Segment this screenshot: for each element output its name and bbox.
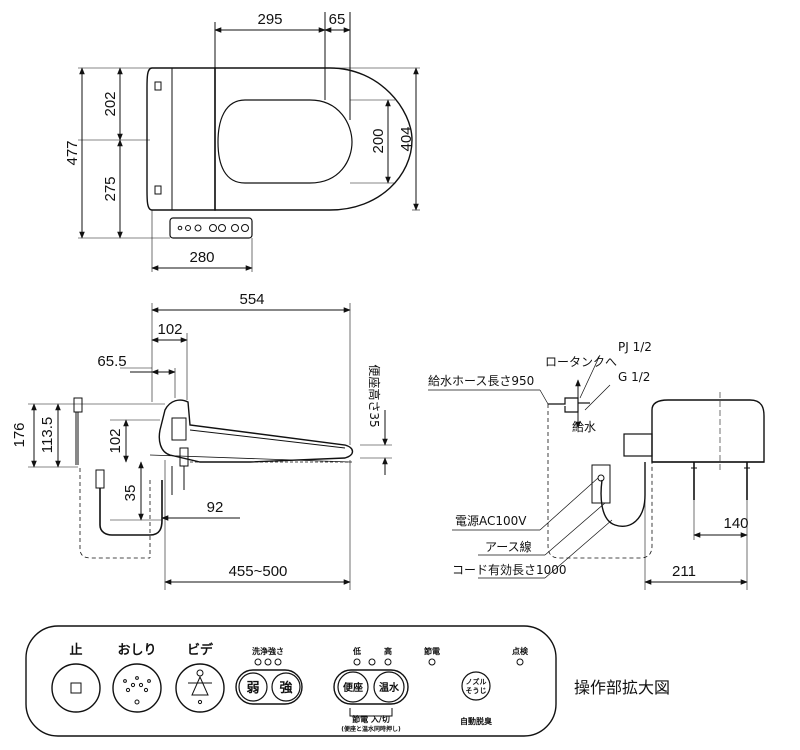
nozzle-clean-label-1: ノズル	[466, 677, 487, 686]
dim-280: 280	[189, 249, 214, 266]
dim-202: 202	[102, 91, 119, 116]
water-temp-button[interactable]: 温水	[373, 671, 405, 703]
label-high: 高	[384, 646, 392, 656]
strength-group-outline	[235, 669, 303, 705]
dim-275: 275	[102, 176, 119, 201]
label-oshiri: おしり	[117, 643, 156, 658]
indicator-leds	[254, 658, 524, 666]
power-save-bracket	[349, 708, 393, 717]
dim-92: 92	[207, 499, 224, 516]
dim-35: 35	[122, 485, 139, 502]
label-bidet: ビデ	[187, 642, 214, 658]
dim-404: 404	[398, 126, 415, 151]
temperature-group-outline	[333, 669, 409, 705]
label-low: 低	[352, 646, 361, 656]
dim-477: 477	[64, 140, 81, 165]
square-icon	[70, 682, 82, 694]
seat-height-label: 便座高さ35	[367, 364, 382, 427]
dim-176: 176	[11, 422, 28, 447]
weak-label: 弱	[246, 680, 259, 696]
label-earth-wire: アース線	[485, 539, 532, 554]
bidet-person-icon	[188, 669, 212, 705]
label-water-supply: 給水	[572, 420, 596, 434]
label-wash-strength: 洗浄強さ	[252, 646, 284, 656]
auto-deodorize-label: 自動脱臭	[460, 716, 492, 726]
dim-200: 200	[370, 128, 387, 153]
seat-temp-label: 便座	[343, 681, 363, 694]
label-stop: 止	[69, 642, 82, 658]
stop-button[interactable]	[51, 663, 101, 713]
dim-113-5: 113.5	[39, 417, 56, 453]
label-low-tank: ロータンクへ	[545, 355, 617, 369]
dim-140: 140	[723, 515, 748, 532]
dim-211: 211	[672, 563, 696, 580]
side-view	[28, 303, 392, 590]
control-panel	[25, 625, 557, 737]
nozzle-clean-label-2: そうじ	[466, 686, 487, 695]
connection-view	[428, 354, 765, 590]
label-power-save: 節電	[424, 646, 440, 656]
label-g-1-2: G 1/2	[618, 370, 650, 384]
nozzle-clean-button[interactable]: ノズル そうじ	[461, 671, 491, 701]
label-pj-1-2: PJ 1/2	[618, 340, 652, 354]
power-save-sub-label: (便座と温水同時押し)	[341, 725, 401, 733]
label-check: 点検	[512, 646, 529, 656]
weak-button[interactable]: 弱	[238, 672, 268, 702]
bidet-button[interactable]	[175, 663, 225, 713]
dim-65-5: 65.5	[97, 353, 126, 370]
control-panel-caption: 操作部拡大図	[574, 678, 670, 697]
dim-554: 554	[239, 291, 264, 308]
oshiri-button[interactable]	[112, 663, 162, 713]
label-hose-length: 給水ホース長さ950	[428, 374, 534, 388]
label-cord-length: コード有効長さ1000	[452, 562, 567, 577]
dim-102-horizontal: 102	[157, 321, 182, 338]
strong-button[interactable]: 強	[271, 672, 301, 702]
label-power-ac100v: 電源AC100V	[455, 514, 527, 528]
spray-icon	[123, 676, 151, 705]
power-save-toggle-label: 節電 入/切	[352, 714, 390, 724]
dim-295: 295	[257, 11, 282, 28]
top-view	[78, 12, 420, 272]
water-temp-label: 温水	[379, 681, 400, 694]
dim-102-vertical: 102	[107, 428, 124, 453]
dim-455-500: 455~500	[229, 563, 288, 580]
dim-65-top: 65	[329, 11, 346, 28]
seat-temp-button[interactable]: 便座	[337, 671, 369, 703]
strong-label: 強	[279, 680, 292, 696]
